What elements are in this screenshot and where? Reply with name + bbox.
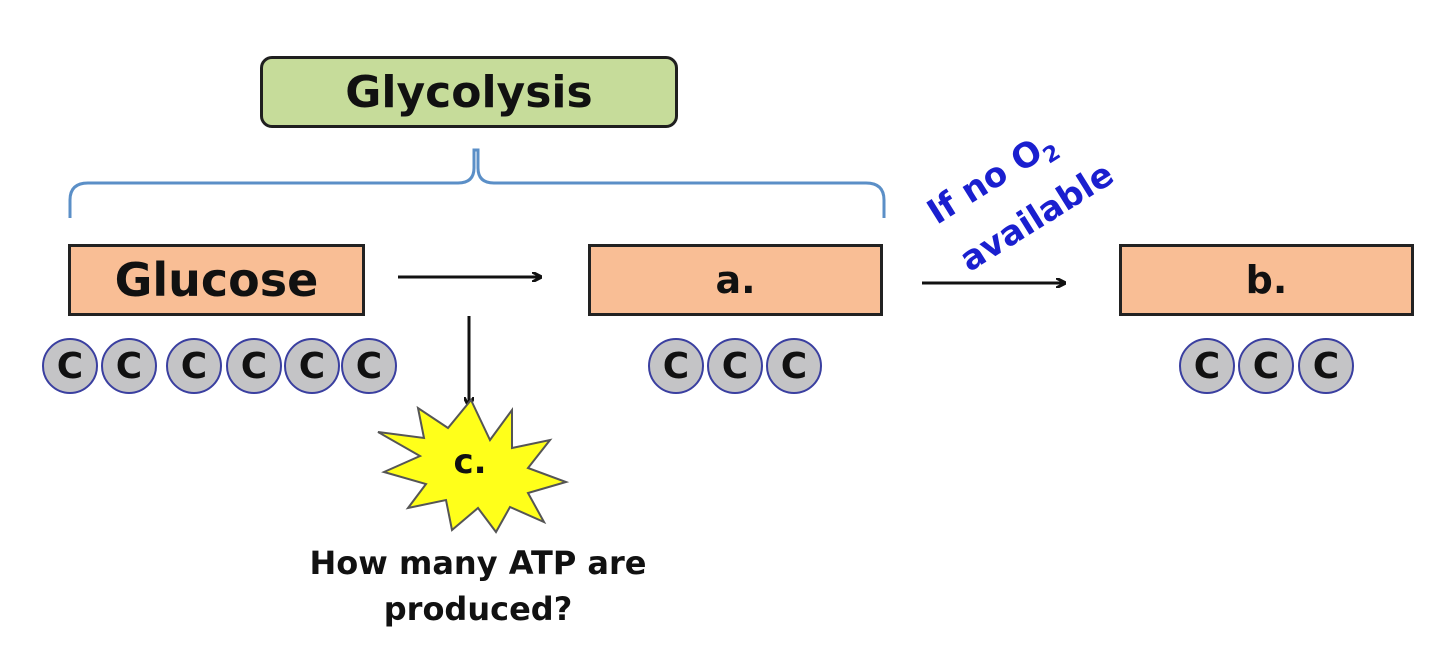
atp-question-line1: How many ATP are [309, 544, 647, 582]
atp-question: How many ATP are produced? [298, 540, 658, 632]
atp-label: c. [453, 442, 487, 482]
carbon-atom: C [42, 338, 98, 394]
molecule-b-box: b. [1119, 244, 1414, 316]
carbon-atom: C [284, 338, 340, 394]
carbon-atom: C [101, 338, 157, 394]
carbon-atom: C [1298, 338, 1354, 394]
molecule-a-box: a. [588, 244, 883, 316]
carbon-atom: C [707, 338, 763, 394]
carbon-atom: C [341, 338, 397, 394]
carbon-atom: C [226, 338, 282, 394]
carbon-atom: C [1238, 338, 1294, 394]
glucose-box: Glucose [68, 244, 365, 316]
atp-question-line2: produced? [383, 590, 573, 628]
carbon-atom: C [166, 338, 222, 394]
curly-brace-icon [68, 148, 886, 218]
carbon-atom: C [648, 338, 704, 394]
star-burst-icon [377, 398, 570, 534]
carbon-atom: C [766, 338, 822, 394]
glycolysis-label: Glycolysis [260, 56, 678, 128]
carbon-atom: C [1179, 338, 1235, 394]
